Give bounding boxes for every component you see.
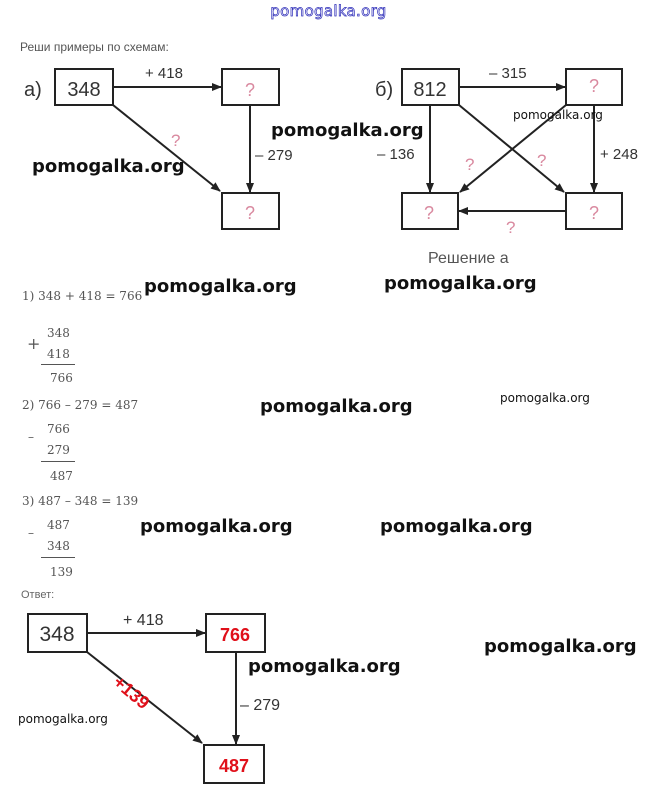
step-2-rule (41, 461, 75, 462)
scheme-b-top-right-value: ? (589, 76, 599, 96)
scheme-b-op-bottom: ? (506, 218, 515, 237)
answer-bottom-right-value: 487 (219, 756, 249, 776)
answer-top-right-box (205, 613, 266, 653)
watermark: pomogalka.org (500, 391, 590, 405)
answer-start-value: 348 (39, 623, 74, 646)
step-2-equation: 2) 766 – 279 = 487 (22, 398, 139, 412)
answer-op-right: + 418 (123, 612, 164, 629)
step-3-result: 139 (50, 565, 73, 579)
answer-bottom-right-box (203, 744, 265, 784)
watermark: pomogalka.org (513, 108, 603, 122)
answer-start-box (27, 613, 88, 653)
scheme-b-bottom-right-value: ? (589, 203, 599, 223)
scheme-a-op-right: + 418 (145, 65, 183, 82)
scheme-a-top-right-value: ? (245, 80, 255, 100)
step-3-rule (41, 557, 75, 558)
scheme-a-bottom-right-box (221, 192, 280, 230)
answer-top-right-value: 766 (220, 625, 250, 645)
scheme-b-start-value: 812 (413, 79, 446, 101)
step-1-rule (41, 364, 75, 365)
scheme-b-arrow-diag-2 (459, 104, 567, 193)
answer-label: Ответ: (21, 589, 55, 601)
task-instruction: Реши примеры по схемам: (20, 40, 169, 54)
answer-op-down: – 279 (240, 697, 280, 714)
scheme-b-label: б) (375, 79, 393, 101)
scheme-b-op-diag-2: ? (537, 151, 546, 170)
scheme-b-op-left-down: – 136 (377, 146, 415, 163)
scheme-b-op-diag-1: ? (465, 155, 474, 174)
watermark: pomogalka.org (18, 712, 108, 726)
answer-arrow-diag (86, 651, 203, 744)
scheme-b-start-box (401, 68, 460, 106)
answer-op-diag: +139 (109, 672, 153, 713)
step-1-sign: + (27, 334, 41, 353)
scheme-b-op-right: – 315 (489, 65, 527, 82)
step-3-operand-b: 348 (47, 539, 70, 553)
schemes-diagram: а) 348 ? ? + 418 – 279 ? б) 812 ? ? ? – … (24, 65, 638, 237)
watermark: pomogalka.org (380, 516, 533, 537)
step-2-sign: – (28, 430, 34, 444)
scheme-a-label: а) (24, 79, 42, 101)
scheme-a-start-value: 348 (67, 79, 100, 101)
watermark: pomogalka.org (144, 276, 297, 297)
watermark: pomogalka.org (384, 273, 537, 294)
scheme-a-bottom-right-value: ? (245, 203, 255, 223)
watermark: pomogalka.org (140, 516, 293, 537)
watermark: pomogalka.org (271, 120, 424, 141)
watermark: pomogalka.org (260, 396, 413, 417)
scheme-b-bottom-left-value: ? (424, 203, 434, 223)
step-2-operand-b: 279 (47, 443, 70, 457)
watermark: pomogalka.org (32, 156, 185, 177)
watermark: pomogalka.org (248, 656, 401, 677)
watermark: pomogalka.org (484, 636, 637, 657)
scheme-b-op-right-down: + 248 (600, 146, 638, 163)
step-1-operand-b: 418 (47, 347, 70, 361)
step-2-result: 487 (50, 469, 73, 483)
step-1-equation: 1) 348 + 418 = 766 (22, 289, 143, 303)
scheme-a-op-diag: ? (171, 131, 180, 150)
site-logo[interactable]: pomogalka.org (270, 2, 387, 21)
scheme-a-top-right-box (221, 68, 280, 106)
solution-heading: Решение а (428, 250, 509, 267)
step-3-sign: – (28, 526, 34, 540)
step-3-operand-a: 487 (47, 518, 70, 532)
step-3-equation: 3) 487 – 348 = 139 (22, 494, 139, 508)
scheme-a-arrow-diag (112, 104, 221, 192)
step-1-operand-a: 348 (47, 326, 70, 340)
step-2-operand-a: 766 (47, 422, 70, 436)
answer-diagram: 348 766 487 + 418 – 279 +139 (27, 612, 280, 784)
scheme-a-op-down: – 279 (255, 147, 293, 164)
step-1-result: 766 (50, 371, 73, 385)
scheme-b-bottom-right-box (565, 192, 623, 230)
